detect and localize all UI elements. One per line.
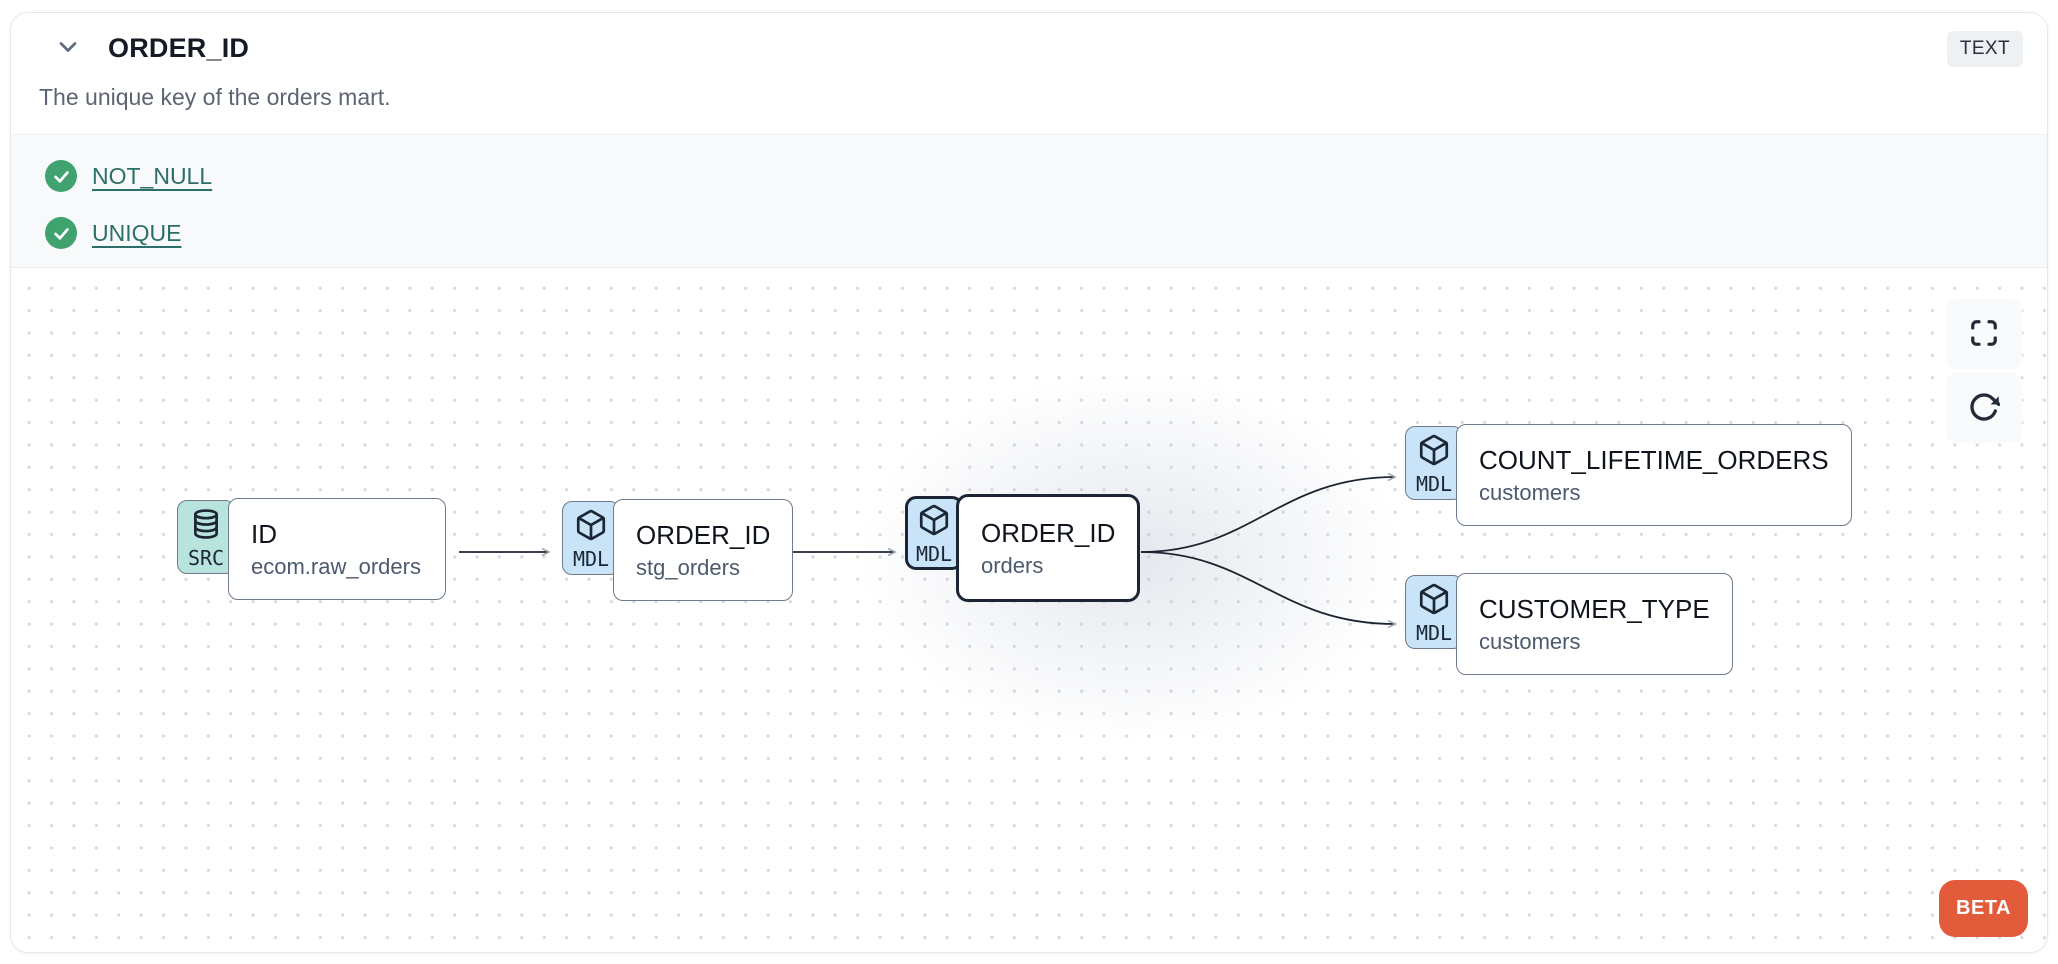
model-badge: MDL: [1405, 426, 1463, 500]
node-subtitle: customers: [1479, 479, 1581, 505]
cube-icon: [1417, 582, 1451, 621]
page-title: ORDER_ID: [108, 33, 250, 63]
node-subtitle: orders: [981, 552, 1044, 578]
badge-label: MDL: [1415, 620, 1453, 645]
beta-badge: BETA: [1939, 880, 2028, 937]
column-details-card: ORDER_ID TEXT The unique key of the orde…: [10, 12, 2048, 953]
card-header: ORDER_ID TEXT The unique key of the orde…: [11, 13, 2047, 134]
node-box: ORDER_ID orders: [956, 494, 1141, 602]
node-subtitle: customers: [1479, 628, 1581, 654]
refresh-button[interactable]: [1946, 373, 2022, 443]
column-description: The unique key of the orders mart.: [39, 84, 391, 110]
edge-orders-to-count-lifetime-orders: [1140, 472, 1397, 553]
chevron-down-icon: [54, 33, 82, 64]
node-title: ID: [251, 518, 277, 549]
cube-icon: [1417, 433, 1451, 472]
node-subtitle: ecom.raw_orders: [251, 553, 421, 579]
node-box: CUSTOMER_TYPE customers: [1456, 573, 1733, 675]
model-badge: MDL: [905, 496, 963, 570]
node-title: ORDER_ID: [636, 519, 771, 550]
cube-icon: [917, 503, 951, 542]
model-badge: MDL: [1405, 575, 1463, 649]
node-box: COUNT_LIFETIME_ORDERS customers: [1456, 424, 1852, 526]
node-title: COUNT_LIFETIME_ORDERS: [1479, 444, 1829, 475]
test-link-not-null[interactable]: NOT_NULL: [92, 162, 213, 189]
node-box: ID ecom.raw_orders: [228, 498, 446, 600]
cube-icon: [574, 508, 608, 547]
canvas-controls: [1946, 299, 2022, 443]
fullscreen-button[interactable]: [1946, 299, 2022, 369]
database-icon: [189, 507, 223, 546]
test-link-unique[interactable]: UNIQUE: [92, 219, 182, 246]
test-row: UNIQUE: [45, 217, 2047, 249]
node-title: CUSTOMER_TYPE: [1479, 593, 1710, 624]
model-badge: MDL: [562, 501, 620, 575]
collapse-button[interactable]: [53, 34, 83, 64]
badge-label: MDL: [915, 541, 953, 566]
node-box: ORDER_ID stg_orders: [613, 499, 794, 601]
badge-label: MDL: [572, 546, 610, 571]
column-type-badge: TEXT: [1946, 31, 2023, 67]
node-subtitle: stg_orders: [636, 554, 740, 580]
refresh-icon: [1968, 391, 2001, 426]
node-title: ORDER_ID: [981, 517, 1116, 548]
lineage-node-id-raw-orders[interactable]: SRC ID ecom.raw_orders: [177, 498, 446, 600]
fullscreen-icon: [1969, 318, 1999, 351]
tests-section: NOT_NULL UNIQUE: [11, 134, 2047, 268]
lineage-canvas[interactable]: SRC ID ecom.raw_orders MDL ORDE: [11, 268, 2047, 952]
check-circle-icon: [45, 217, 77, 249]
badge-label: SRC: [187, 545, 225, 570]
lineage-node-customer-type[interactable]: MDL CUSTOMER_TYPE customers: [1405, 573, 1733, 675]
check-circle-icon: [45, 160, 77, 192]
test-row: NOT_NULL: [45, 160, 2047, 192]
badge-label: MDL: [1415, 471, 1453, 496]
lineage-node-order-id-orders-selected[interactable]: MDL ORDER_ID orders: [905, 494, 1141, 602]
lineage-node-count-lifetime-orders[interactable]: MDL COUNT_LIFETIME_ORDERS customers: [1405, 424, 1852, 526]
source-badge: SRC: [177, 500, 235, 574]
lineage-edges: [459, 472, 1397, 629]
edge-orders-to-customer-type: [1140, 551, 1397, 629]
lineage-node-order-id-stg-orders[interactable]: MDL ORDER_ID stg_orders: [562, 499, 794, 601]
